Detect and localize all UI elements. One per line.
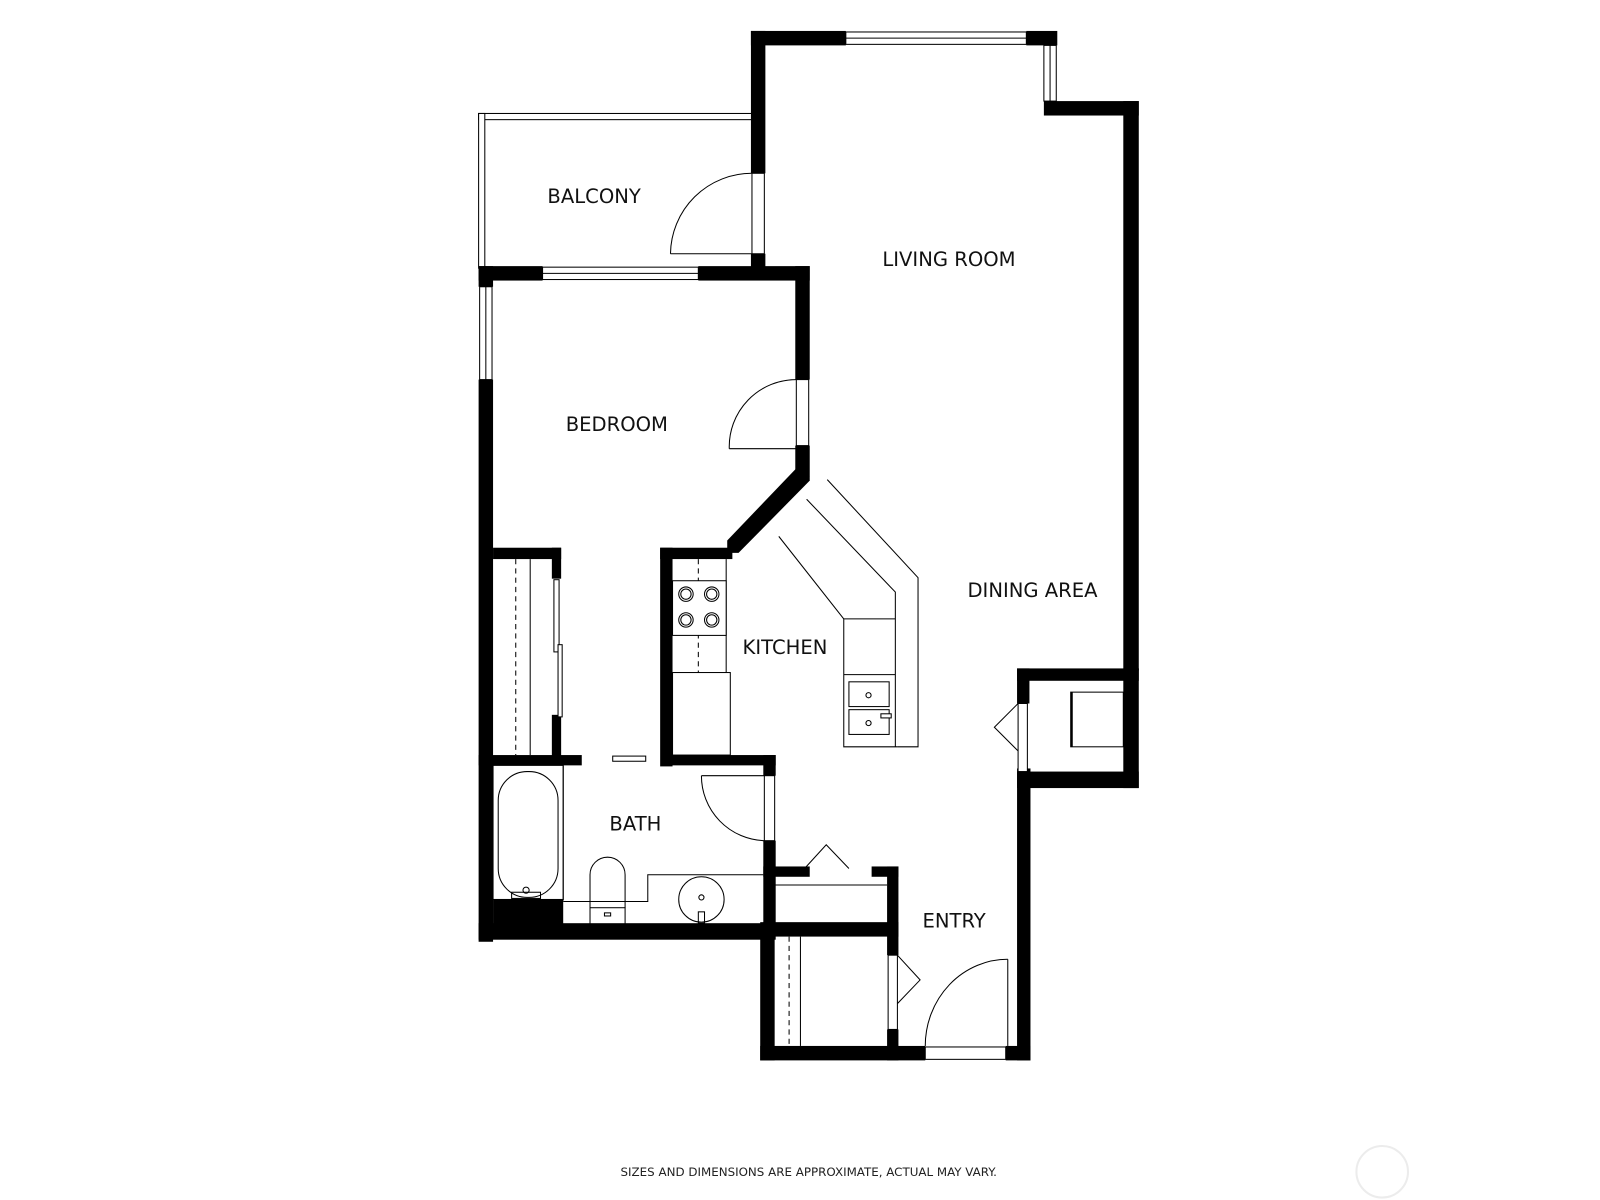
bathtub-icon [492, 764, 564, 900]
door-bedroom-closet[interactable] [553, 579, 563, 718]
room-label-bedroom: BEDROOM [566, 413, 668, 436]
window-bedroom-top [542, 266, 699, 281]
coat-closet-rod [788, 936, 801, 1046]
doors [553, 172, 1028, 1046]
entry-threshold [924, 1046, 1007, 1060]
door-bath-slider [612, 755, 647, 762]
disclaimer-text: SIZES AND DIMENSIONS ARE APPROXIMATE, AC… [621, 1165, 997, 1179]
room-label-entry: ENTRY [922, 909, 985, 932]
door-coat-closet[interactable] [887, 954, 921, 1030]
window-living-top [845, 31, 1027, 45]
door-bath[interactable] [700, 775, 776, 842]
room-label-balcony: BALCONY [547, 185, 640, 208]
door-dining-closet[interactable] [993, 702, 1028, 773]
fixtures [492, 479, 1124, 1046]
door-bedroom[interactable] [728, 379, 810, 450]
door-balcony[interactable] [669, 172, 765, 255]
dining-closet-shelf [1070, 691, 1124, 748]
room-label-living-room: LIVING ROOM [882, 248, 1015, 271]
bedroom-closet [515, 559, 531, 756]
room-label-bath: BATH [609, 812, 661, 835]
door-linen-closet[interactable] [804, 844, 850, 869]
window-living-side [1043, 44, 1057, 102]
window-bedroom-side [479, 286, 493, 381]
door-entry[interactable] [924, 958, 1009, 1046]
walls [478, 30, 1139, 1061]
room-label-kitchen: KITCHEN [743, 636, 828, 659]
watermark-logo-icon [1355, 1144, 1410, 1199]
sink-icon [848, 681, 892, 735]
room-label-dining-area: DINING AREA [967, 579, 1098, 602]
toilet-icon [589, 856, 626, 925]
vanity-sink-icon [563, 874, 764, 924]
windows [479, 31, 1057, 1060]
kitchen-peninsula [778, 479, 919, 748]
stove-icon [672, 580, 727, 636]
